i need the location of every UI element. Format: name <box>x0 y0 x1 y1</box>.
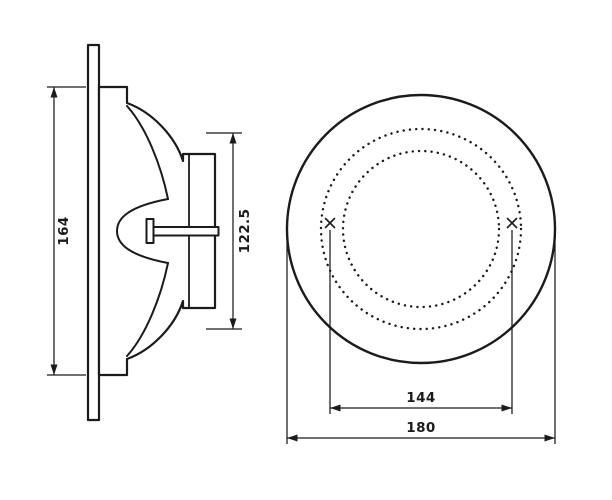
outer-rim-circle <box>285 93 557 365</box>
arrowhead <box>50 364 58 375</box>
arrowhead <box>330 404 341 412</box>
dimension-label-180: 180 <box>406 420 435 436</box>
cone-line-top <box>126 105 169 200</box>
arrowhead <box>229 318 237 329</box>
cone-line-bottom <box>126 262 169 357</box>
arrowhead <box>287 434 298 442</box>
bolt-circle-inner-dotted <box>341 149 501 309</box>
dimension-180: 180 <box>286 230 556 444</box>
dimension-164: 164 <box>47 86 86 376</box>
dust-cap-curve <box>115 198 169 264</box>
mounting-hole-right-cross <box>506 217 518 229</box>
mounting-wall-plate <box>86 43 101 422</box>
dimension-label-122-5: 122.5 <box>237 209 253 254</box>
front-view: 144 180 <box>285 93 557 444</box>
bolt-circle-outer-dotted <box>319 127 523 331</box>
dimension-label-164: 164 <box>56 216 72 245</box>
arrowhead <box>229 133 237 144</box>
dimension-122-5: 122.5 <box>206 132 253 330</box>
pole-piece-stem <box>152 226 220 237</box>
arrowhead <box>544 434 555 442</box>
side-view: 164 122.5 <box>47 43 253 422</box>
arrowhead <box>501 404 512 412</box>
dimension-label-144: 144 <box>406 390 435 406</box>
arrowhead <box>50 87 58 98</box>
pole-piece-vertical <box>145 218 155 244</box>
dimension-144: 144 <box>329 230 513 414</box>
mounting-hole-left-cross <box>324 217 336 229</box>
